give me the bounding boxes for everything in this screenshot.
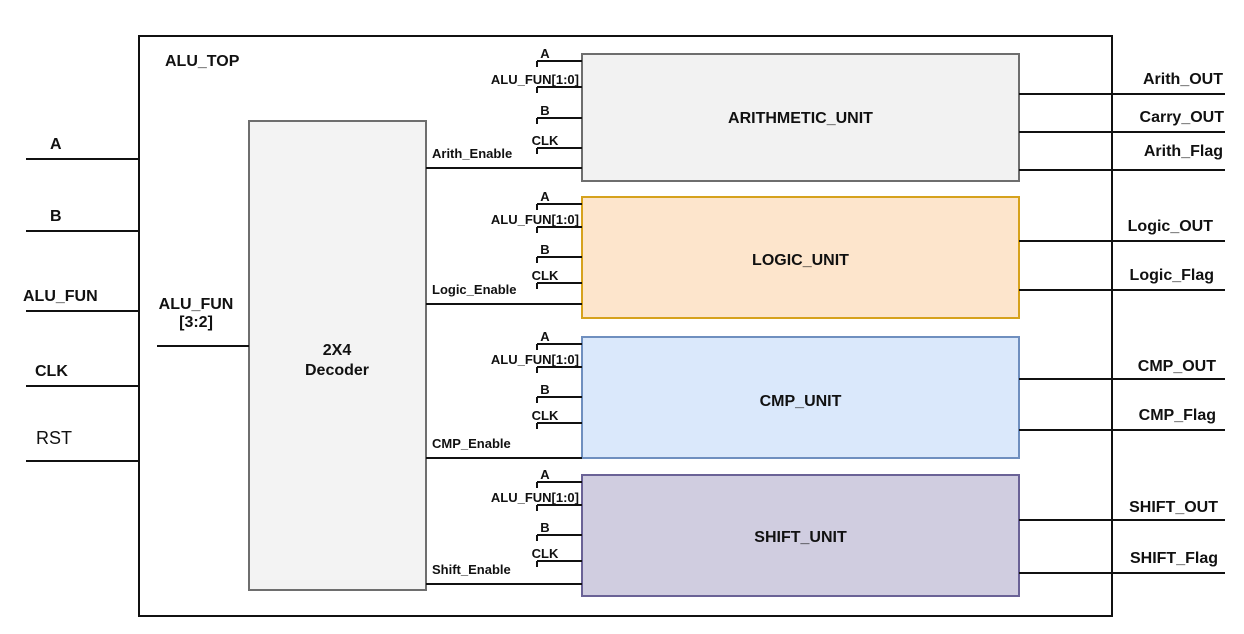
cmp-unit-block (581, 336, 1020, 459)
shift-unit-pin-b-label: B (540, 520, 549, 535)
logic-unit-pin-a-label: A (540, 189, 550, 204)
input-label-b: B (50, 208, 62, 225)
shift-unit-label: SHIFT_UNIT (754, 529, 847, 546)
logic-unit-pin-clk-label: CLK (532, 268, 559, 283)
alu-top-title: ALU_TOP (165, 53, 240, 70)
input-label-alu-fun: ALU_FUN (23, 288, 98, 305)
decoder-input-label-line2: [3:2] (179, 314, 213, 331)
input-label-a: A (50, 136, 62, 153)
logic-unit-label: LOGIC_UNIT (752, 252, 849, 269)
alu-top-frame (138, 35, 1113, 617)
shift-unit-pin-a-label: A (540, 467, 550, 482)
cmp-unit-pin-clk-label: CLK (532, 408, 559, 423)
arithmetic-unit-block (581, 53, 1020, 182)
arithmetic-unit-pin-a-label: A (540, 46, 550, 61)
arithmetic-unit-group: ARITHMETIC_UNIT A ALU_FUN[1:0] B CLK Arith_En… (426, 46, 1225, 182)
cmp-unit-enable-label: CMP_Enable (432, 436, 511, 451)
logic-unit-pin-alu-fun-1-0-label: ALU_FUN[1:0] (491, 212, 579, 227)
arithmetic-unit-output-arith-out-label: Arith_OUT (1143, 71, 1223, 88)
shift-unit-block (581, 474, 1020, 597)
arithmetic-unit-output-arith-flag-label: Arith_Flag (1144, 143, 1223, 160)
shift-unit-enable-label: Shift_Enable (432, 562, 511, 577)
shift-unit-output-shift-out-label: SHIFT_OUT (1129, 499, 1218, 516)
arithmetic-unit-pin-b-label: B (540, 103, 549, 118)
shift-unit-output-shift-flag-label: SHIFT_Flag (1130, 550, 1218, 567)
logic-unit-output-logic-flag-label: Logic_Flag (1130, 267, 1214, 284)
input-label-rst: RST (36, 428, 72, 448)
logic-unit-group: LOGIC_UNIT A ALU_FUN[1:0] B CLK Logic_Enable L… (426, 189, 1225, 319)
arithmetic-unit-label: ARITHMETIC_UNIT (728, 110, 873, 127)
decoder-block (248, 120, 427, 591)
shift-unit-pin-clk-label: CLK (532, 546, 559, 561)
logic-unit-block (581, 196, 1020, 319)
decoder-input-label-line1: ALU_FUN (159, 296, 234, 313)
decoder-label-line2: Decoder (305, 362, 369, 379)
cmp-unit-output-cmp-out-label: CMP_OUT (1138, 358, 1216, 375)
cmp-unit-label: CMP_UNIT (760, 393, 842, 410)
arithmetic-unit-pin-clk-label: CLK (532, 133, 559, 148)
arithmetic-unit-enable-label: Arith_Enable (432, 146, 512, 161)
arithmetic-unit-output-carry-out-label: Carry_OUT (1140, 109, 1225, 126)
shift-unit-group: SHIFT_UNIT A ALU_FUN[1:0] B CLK Shift_Enable S… (426, 467, 1225, 597)
cmp-unit-pin-a-label: A (540, 329, 550, 344)
cmp-unit-pin-b-label: B (540, 382, 549, 397)
logic-unit-enable-label: Logic_Enable (432, 282, 517, 297)
cmp-unit-pin-alu-fun-1-0-label: ALU_FUN[1:0] (491, 352, 579, 367)
shift-unit-pin-alu-fun-1-0-label: ALU_FUN[1:0] (491, 490, 579, 505)
logic-unit-pin-b-label: B (540, 242, 549, 257)
decoder-label-line1: 2X4 (323, 342, 352, 359)
logic-unit-output-logic-out-label: Logic_OUT (1128, 218, 1214, 235)
units-layer: ARITHMETIC_UNIT A ALU_FUN[1:0] B CLK Arith_En… (426, 46, 1225, 597)
cmp-unit-output-cmp-flag-label: CMP_Flag (1139, 407, 1216, 424)
arithmetic-unit-pin-alu-fun-1-0-label: ALU_FUN[1:0] (491, 72, 579, 87)
input-label-clk: CLK (35, 363, 68, 380)
cmp-unit-group: CMP_UNIT A ALU_FUN[1:0] B CLK CMP_Enable CMP_O… (426, 329, 1225, 459)
